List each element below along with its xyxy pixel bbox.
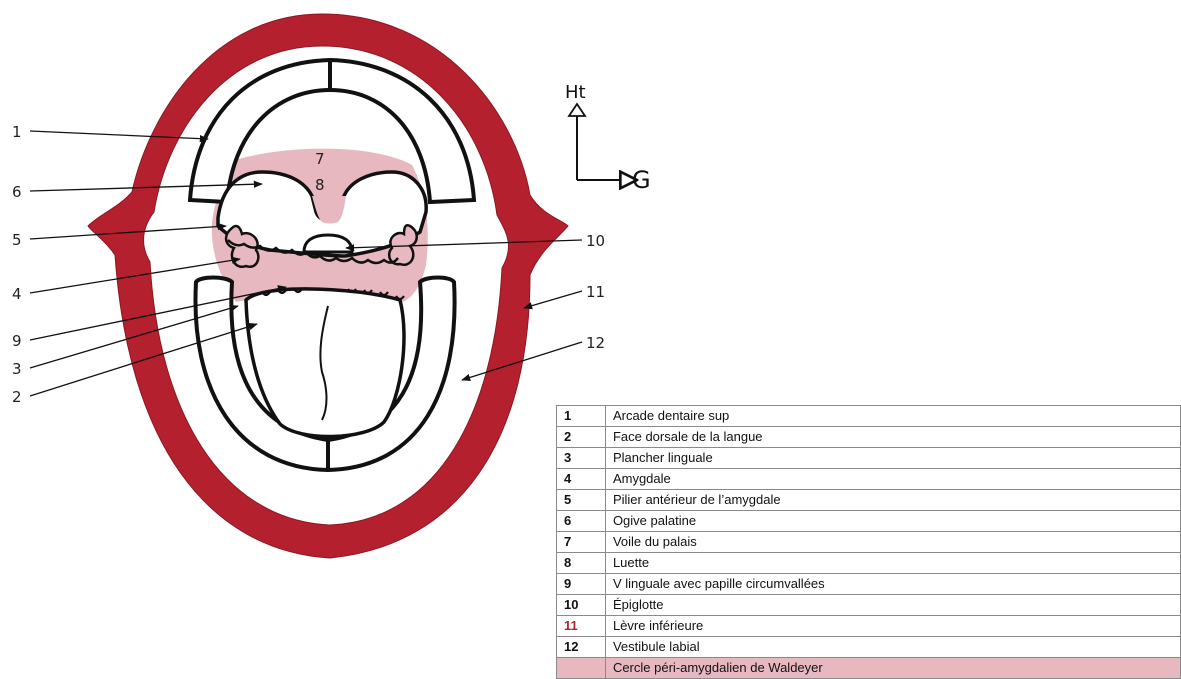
callout-11: 11: [586, 283, 605, 301]
orient-up-label: Ht: [565, 82, 586, 103]
legend-number: 7: [557, 532, 606, 553]
legend-number: 8: [557, 553, 606, 574]
callout-9: 9: [12, 332, 22, 350]
callout-8: 8: [315, 176, 325, 194]
callout-4: 4: [12, 285, 22, 303]
legend-text: Ogive palatine: [605, 511, 1180, 532]
legend-swatch: [557, 658, 606, 679]
callout-1: 1: [12, 123, 22, 141]
arrow-up-icon: [569, 104, 585, 116]
orient-right-label: G: [632, 166, 651, 194]
legend-text: Voile du palais: [605, 532, 1180, 553]
legend-number: 6: [557, 511, 606, 532]
legend-text: Épiglotte: [605, 595, 1180, 616]
callout-10: 10: [586, 232, 605, 250]
callout-5: 5: [12, 231, 22, 249]
legend-number: 1: [557, 406, 606, 427]
legend-text: Amygdale: [605, 469, 1180, 490]
callout-6: 6: [12, 183, 22, 201]
legend-text: Luette: [605, 553, 1180, 574]
legend-text: Arcade dentaire sup: [605, 406, 1180, 427]
legend-text: Plancher linguale: [605, 448, 1180, 469]
legend-row-waldeyer: Cercle péri-amygdalien de Waldeyer: [557, 658, 1181, 679]
legend-number: 9: [557, 574, 606, 595]
legend-text: V linguale avec papille circumvallées: [605, 574, 1180, 595]
callout-3: 3: [12, 360, 22, 378]
legend-text: Cercle péri-amygdalien de Waldeyer: [605, 658, 1180, 679]
callout-7: 7: [315, 150, 325, 168]
orientation-axes: Ht G: [565, 82, 651, 194]
legend-number: 2: [557, 427, 606, 448]
legend-number: 10: [557, 595, 606, 616]
legend-text: Vestibule labial: [605, 637, 1180, 658]
legend-number: 4: [557, 469, 606, 490]
legend-number: 12: [557, 637, 606, 658]
legend-text: Lèvre inférieure: [605, 616, 1180, 637]
callout-12: 12: [586, 334, 605, 352]
legend-text: Face dorsale de la langue: [605, 427, 1180, 448]
legend-text: Pilier antérieur de l’amygdale: [605, 490, 1180, 511]
legend-number: 3: [557, 448, 606, 469]
epiglottis: [304, 235, 352, 252]
legend-number: 5: [557, 490, 606, 511]
callout-2: 2: [12, 388, 22, 406]
legend-number: 11: [557, 616, 606, 637]
